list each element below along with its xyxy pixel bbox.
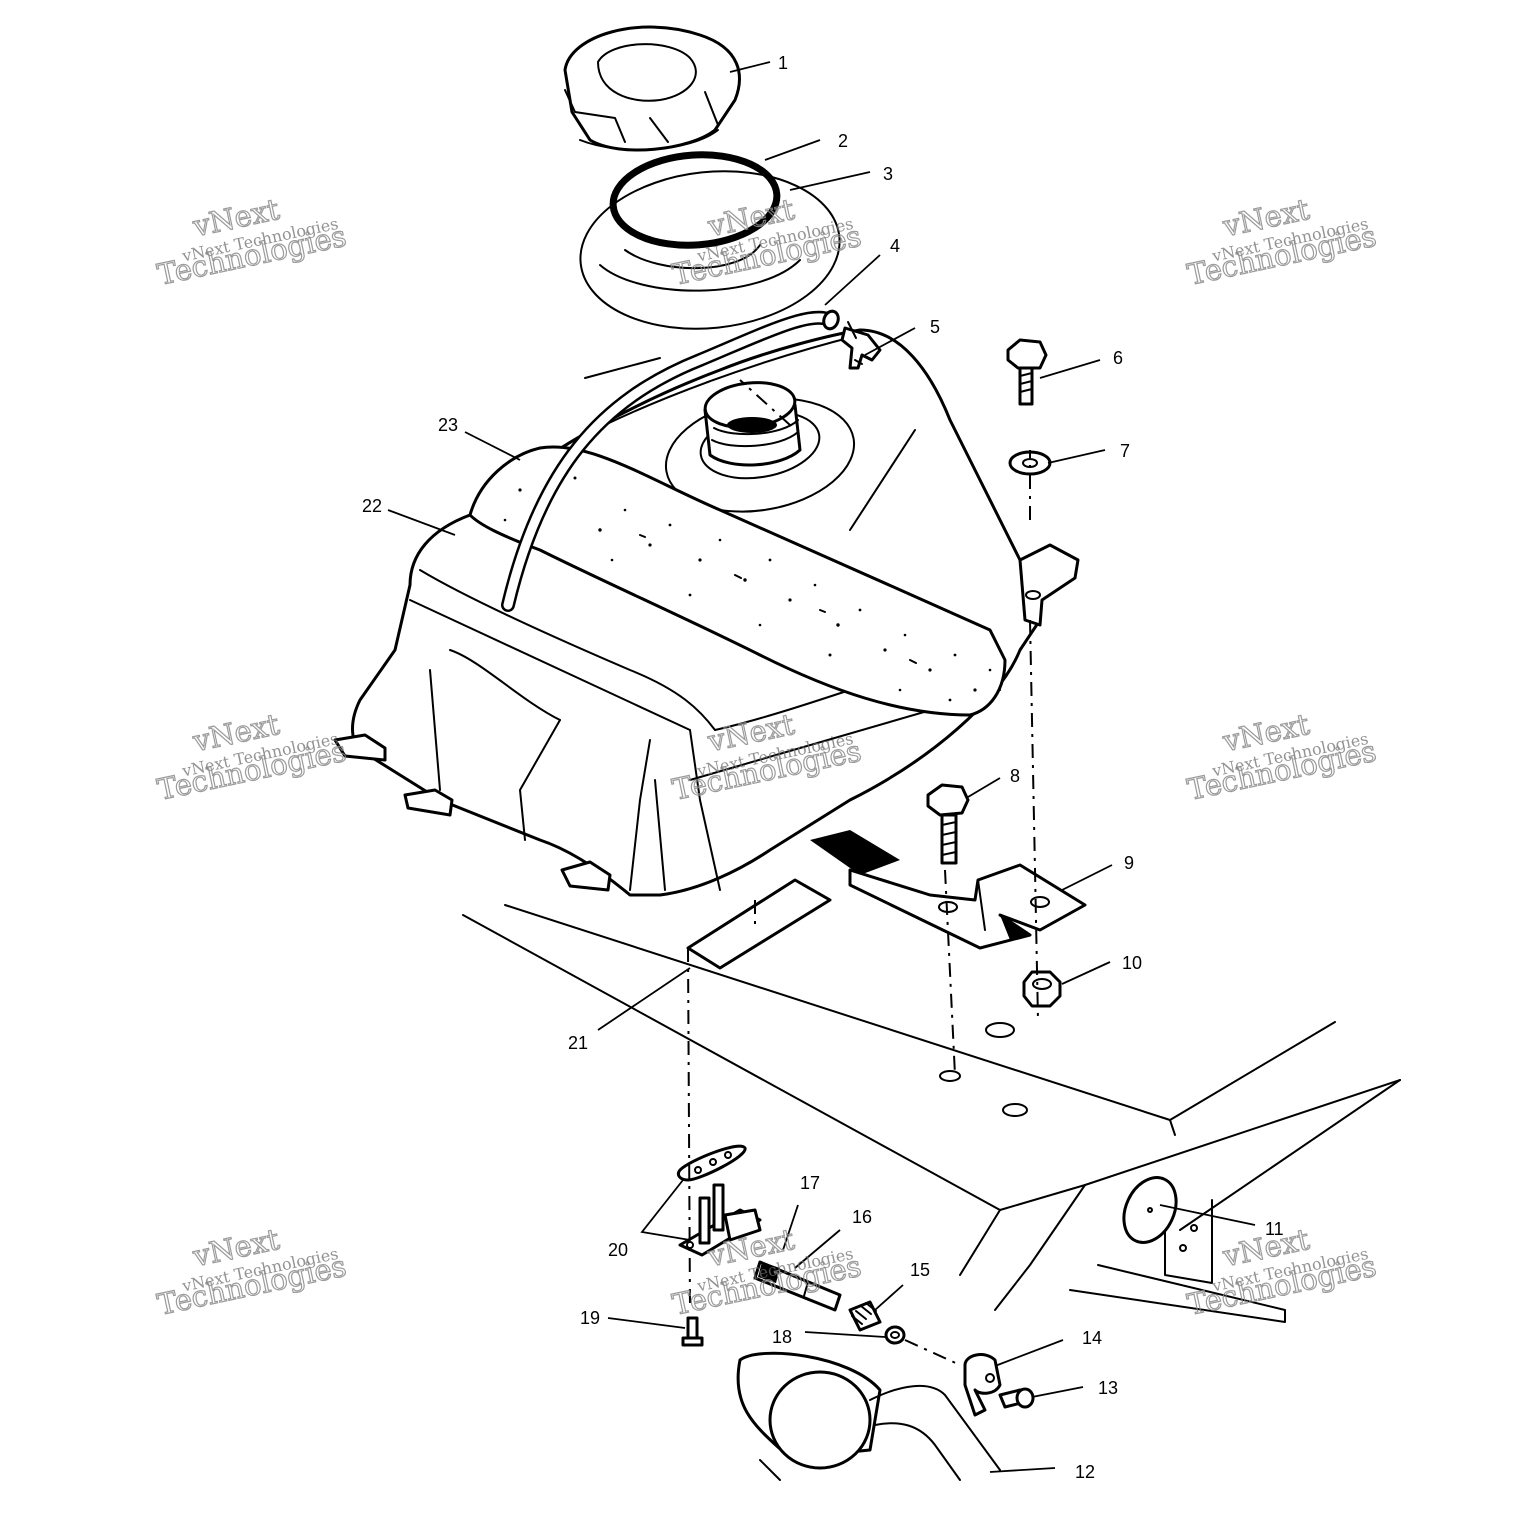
hex-nut (1022, 970, 1062, 1008)
callout-labels: 1 2 3 4 5 6 7 8 9 10 11 12 13 14 15 16 1… (362, 53, 1284, 1482)
vent-fitting (840, 321, 882, 370)
valve-handle (963, 1353, 1002, 1417)
callout-12: 12 (1075, 1462, 1095, 1482)
watermark-top-right: vNext vNext Technologies Technologies (1184, 191, 1380, 292)
mounting-bracket (848, 863, 1087, 950)
tank-pad (686, 878, 832, 970)
callout-21: 21 (568, 1033, 588, 1053)
petcock-valve (678, 1183, 762, 1257)
callout-5: 5 (930, 317, 940, 337)
watermark-top-center: vNext vNext Technologies Technologies (669, 191, 865, 292)
leader-lines (387, 61, 1256, 1473)
vent-hose (501, 309, 840, 612)
callout-7: 7 (1120, 441, 1130, 461)
spring (848, 1300, 882, 1332)
mount-cylinder (736, 1351, 1001, 1481)
watermark-bottom-center: vNext vNext Technologies Technologies (669, 1221, 865, 1322)
callout-13: 13 (1098, 1378, 1118, 1398)
callout-6: 6 (1113, 348, 1123, 368)
callout-20: 20 (608, 1240, 628, 1260)
petcock-plate (676, 1144, 747, 1182)
tank-bolt-upper (1006, 338, 1048, 406)
screw-bottom (681, 1316, 704, 1347)
seal-plate (579, 170, 841, 379)
o-ring (884, 1325, 906, 1345)
callout-15: 15 (910, 1260, 930, 1280)
callout-2: 2 (838, 131, 848, 151)
callout-23: 23 (438, 415, 458, 435)
callout-17: 17 (800, 1173, 820, 1193)
callout-9: 9 (1124, 853, 1134, 873)
tank-bolt-lower (926, 783, 970, 865)
callout-10: 10 (1122, 953, 1142, 973)
callout-8: 8 (1010, 766, 1020, 786)
frame-plug (1122, 1176, 1178, 1244)
callout-18: 18 (772, 1327, 792, 1347)
callout-11: 11 (1265, 1219, 1284, 1239)
filler-cap (563, 25, 741, 152)
alignment-lines (687, 379, 1039, 1366)
watermark-bottom-left: vNext vNext Technologies Technologies (154, 1221, 350, 1322)
frame (462, 904, 1401, 1323)
callout-14: 14 (1082, 1328, 1102, 1348)
callout-22: 22 (362, 496, 382, 516)
gasket-ring (609, 151, 781, 249)
callout-3: 3 (883, 164, 893, 184)
watermark-top-left: vNext vNext Technologies Technologies (154, 191, 350, 292)
valve-stem (753, 1260, 842, 1312)
watermark-mid-right: vNext vNext Technologies Technologies (1184, 706, 1380, 807)
callout-4: 4 (890, 236, 900, 256)
callout-16: 16 (852, 1207, 872, 1227)
callout-1: 1 (778, 53, 788, 73)
watermark-mid-left: vNext vNext Technologies Technologies (154, 706, 350, 807)
screw-handle (998, 1387, 1035, 1409)
callout-19: 19 (580, 1308, 600, 1328)
watermarks: vNext vNext Technologies Technologies vN… (154, 191, 1380, 1322)
